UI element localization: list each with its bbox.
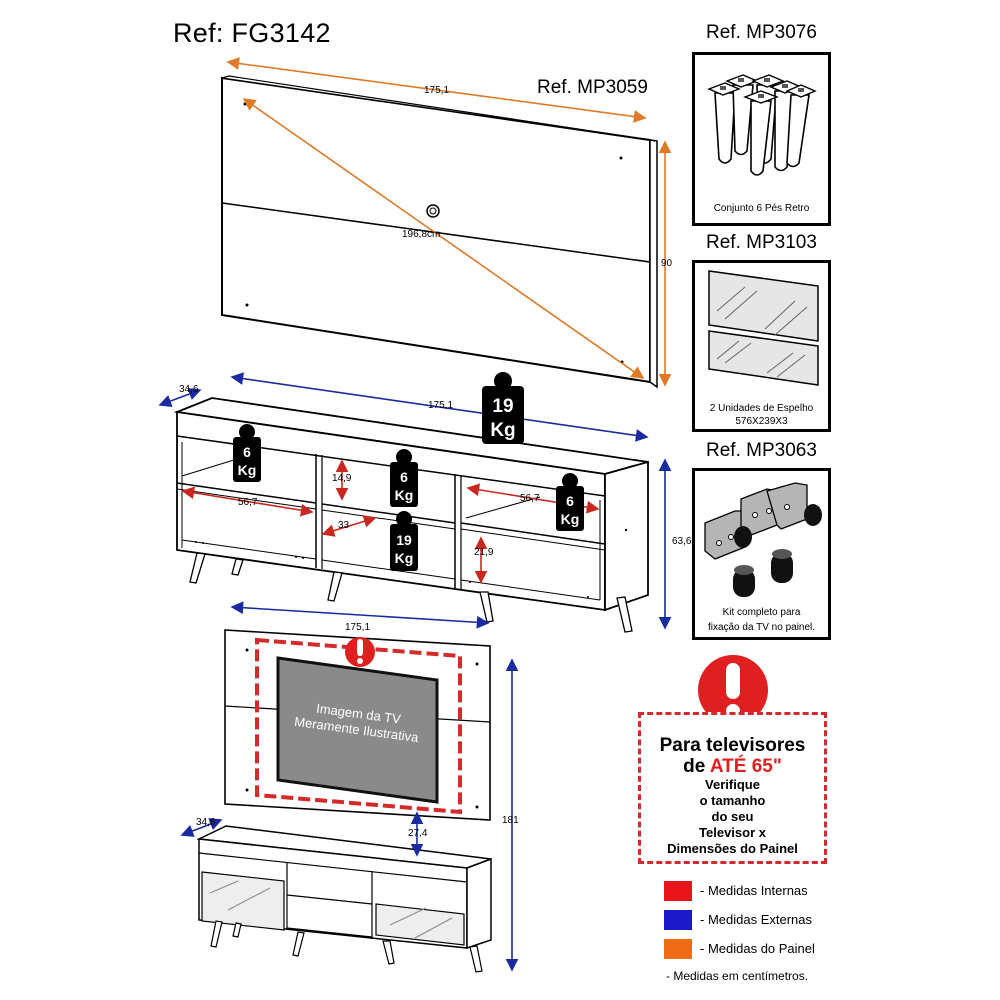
warning-body-line: Televisor x — [699, 825, 766, 840]
legend-swatch-red — [664, 881, 692, 901]
mounting-hardware-icon — [704, 482, 822, 597]
mount-kit-caption-line1: Kit completo para — [722, 607, 801, 618]
legend-label: - Medidas Externas — [700, 912, 812, 927]
weight-value: 6 — [400, 469, 408, 485]
retro-legs-icon — [707, 74, 817, 176]
weight-unit: Kg — [395, 550, 414, 566]
warning-body-line: do seu — [711, 809, 754, 824]
mirror-panels-icon — [708, 270, 819, 386]
legend-label: - Medidas do Painel — [700, 941, 815, 956]
weight-value: 19 — [492, 396, 513, 417]
weight-icon-6kg-right — [556, 473, 584, 531]
warning-title-line2: de ATÉ 65" — [683, 756, 782, 777]
mount-kit-box: Kit completo para fixação da TV no paine… — [692, 468, 831, 640]
accessory-ref-mirrors: Ref. MP3103 — [706, 232, 817, 253]
mirrors-caption-line2: 576X239X3 — [735, 416, 788, 427]
warning-body-line: o tamanho — [699, 793, 766, 808]
assembly-width-label: 175,1 — [345, 622, 371, 633]
weight-value: 6 — [243, 444, 251, 460]
weight-unit: Kg — [238, 462, 257, 478]
rack-height-label: 63,6 — [672, 536, 692, 547]
accessory-ref-mount-kit: Ref. MP3063 — [706, 440, 817, 461]
panel-height-label: 90 — [661, 258, 673, 269]
warning-title-line1: Para televisores — [659, 735, 806, 756]
weight-value: 19 — [396, 532, 412, 548]
rack-depth-label: 34,6 — [179, 384, 199, 395]
assembly-depth-label: 34,6 — [196, 817, 216, 828]
left-shelf-width-label: 56,7 — [238, 497, 258, 508]
legend-label: - Medidas Internas — [700, 883, 808, 898]
accessory-ref-legs: Ref. MP3076 — [706, 22, 817, 43]
weight-icon-19kg-top — [482, 372, 524, 444]
tv-warning-icon — [345, 637, 375, 667]
mirrors-box: 2 Unidades de Espelho 576X239X3 — [692, 260, 831, 432]
weight-value: 6 — [566, 493, 574, 509]
weight-unit: Kg — [561, 511, 580, 527]
tv-size-warning: Para televisores de ATÉ 65" Verifique o … — [638, 712, 827, 864]
lower-height-label: 21,9 — [474, 547, 494, 558]
weight-unit: Kg — [490, 420, 515, 441]
warning-body-line: Dimensões do Painel — [667, 841, 798, 856]
warning-body-line: Verifique — [705, 777, 760, 792]
panel-gap-label: 27,4 — [408, 828, 428, 839]
rack-width-label: 175,1 — [428, 400, 454, 411]
mount-kit-caption-line2: fixação da TV no painel. — [707, 622, 816, 633]
weight-icon-6kg-center — [390, 449, 418, 507]
niche-height-label: 14,9 — [332, 473, 352, 484]
assembled-set-drawing — [196, 629, 492, 973]
weight-unit: Kg — [395, 487, 414, 503]
legend-swatch-blue — [664, 910, 692, 930]
total-height-label: 181 — [502, 815, 519, 826]
units-footnote: - Medidas em centímetros. — [666, 969, 809, 983]
center-width-label: 33 — [338, 520, 350, 531]
weight-icon-6kg-left — [233, 424, 261, 482]
panel-diagonal-label: 196,8cm — [402, 229, 441, 240]
panel-width-label: 175,1 — [424, 85, 450, 96]
legs-set-box: Conjunto 6 Pés Retro — [692, 52, 831, 226]
mirrors-caption-line1: 2 Unidades de Espelho — [709, 403, 814, 414]
main-reference-title: Ref: FG3142 — [173, 18, 331, 48]
legs-set-caption: Conjunto 6 Pés Retro — [713, 203, 810, 214]
right-shelf-width-label: 56,7 — [520, 493, 540, 504]
weight-icon-19kg-bottom — [390, 511, 418, 571]
legend-swatch-orange — [664, 939, 692, 959]
